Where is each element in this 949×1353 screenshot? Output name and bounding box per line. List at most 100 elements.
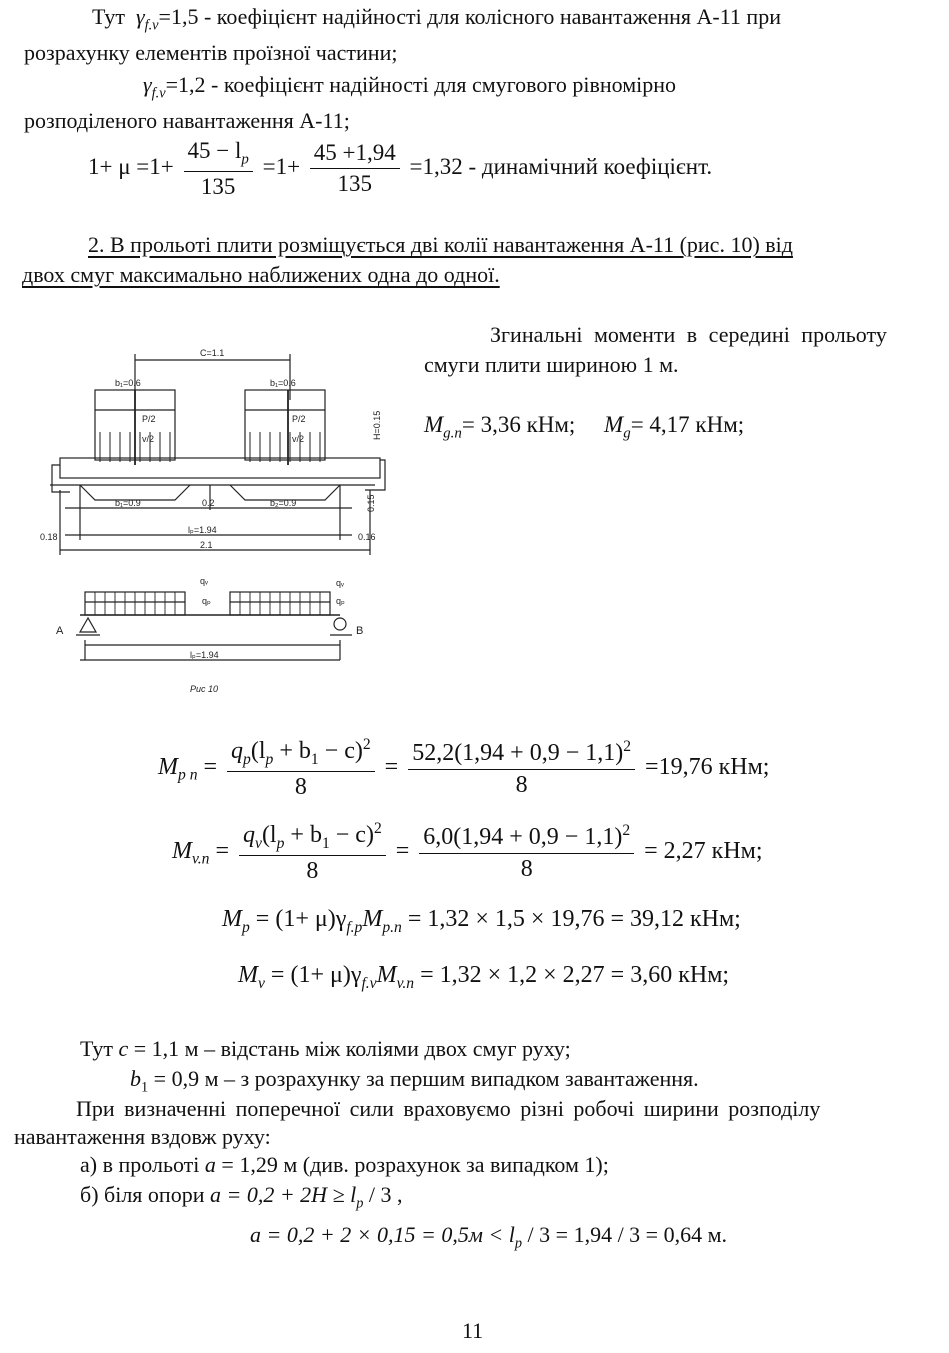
gamma-sub: f.v [151,85,166,102]
bending-moments-text: Згинальні моменти в середині прольоту [490,322,887,347]
text-b1-line: b1 = 0,9 м – з розрахунку за першим випа… [130,1066,699,1096]
denominator: 8 [520,855,533,882]
figure-10-diagram: C=1.1 b₁=0.6 b₁=0.6 P/2 P/2 v/2 v/2 b₁=0… [40,348,386,694]
label-p2-right: P/2 [292,414,306,424]
numerator: 45 +1,94 [309,140,400,170]
label-b1: b₁=0.9 [115,498,141,508]
gamma-fv2-line: γf.v=1,2 - коефіцієнт надійності для сму… [143,72,676,102]
formula-result: =1,32 [409,154,463,180]
var: b [130,1066,141,1091]
formula-mvn: Mv.n = qv(lp + b1 − c)2 8 = 6,0(1,94 + 0… [172,820,763,885]
label-t: 0.15 [366,494,376,512]
gamma-sub: f.v [144,17,159,34]
sub: 1 [310,750,319,768]
part: + b [273,738,311,764]
label-support-a: A [56,625,64,637]
label-qv-right: qᵥ [336,578,344,588]
label-right-edge: 0.16 [358,532,376,542]
text-line: розрахунку елементів проїзної частини; [24,40,398,65]
fraction: 6,0(1,94 + 0,9 − 1,1)2 8 [419,821,635,883]
gamma-desc: - коефіцієнт надійності для колісного на… [198,4,781,29]
formula-result: =19,76 кНм; [645,753,770,780]
label-qp-left: qₚ [202,596,211,606]
label-lp: lₚ=1.94 [188,525,217,535]
m-symbol: M [424,412,444,437]
part: (l [250,738,266,764]
gamma-fv-line: Тут γf.v=1,5 - коефіцієнт надійності для… [92,4,781,34]
m-sub: p n [178,766,198,784]
sub: p [243,750,251,768]
m-sub: g [623,425,631,442]
sub: p [356,1195,364,1212]
bending-moments-text2: смуги плити шириною 1 м. [424,352,679,377]
formula-mp: Mp = (1+ μ)γf.pMp.n = 1,32 × 1,5 × 19,76… [222,906,741,937]
m-symbol: M [222,906,242,932]
label-h: H=0.15 [372,411,382,440]
label-qp-right: qₚ [336,596,345,606]
exp: 2 [623,737,632,755]
fraction: 52,2(1,94 + 0,9 − 1,1)2 8 [408,737,636,799]
sub: p [265,750,274,768]
gamma-symbol: γ [143,72,152,97]
text: = 1,1 м – відстань між коліями двох смуг… [128,1036,571,1061]
label-b-left: b₁=0.6 [115,378,141,388]
sub: p [276,834,285,852]
gamma-value: =1,2 [165,72,206,97]
exp: 2 [362,736,371,753]
gamma-desc: - коефіцієнт надійності для смугового рі… [205,72,677,97]
var: c [118,1036,129,1061]
text-a-calc: a = 0,2 + 2 × 0,15 = 0,5м < lp / 3 = 1,9… [250,1222,727,1252]
label-support-b: B [356,625,363,637]
label-total: 2.1 [200,540,213,550]
m-symbol: M [362,906,383,932]
formula-mpn: Mp n = qp(lp + b1 − c)2 8 = 52,2(1,94 + … [158,736,770,801]
exp: 2 [622,821,631,839]
denominator: 8 [294,773,307,800]
sub: p.n [382,918,402,936]
formula-mv: Mv = (1+ μ)γf.vMv.n = 1,32 × 1,2 × 2,27 … [238,962,729,993]
figure-caption: Рис 10 [190,684,218,694]
m-symbol: M [158,753,178,780]
m-sub: p [242,918,250,936]
sub: 1 [321,834,330,852]
text-tut: Тут [92,4,125,29]
text-line: При визначенні поперечної сили враховуєм… [76,1096,821,1121]
formula: a = 0,2 + 2 × 0,15 = 0,5м < l [250,1222,515,1247]
section-heading-line2: двох смуг максимально наближених одна до… [22,262,500,287]
label-v2-left: v/2 [142,434,154,444]
part: (l [261,822,277,848]
label-qv-left: qᵥ [200,576,208,586]
dynamic-coefficient-formula: 1+ μ =1+ 45 − lp 135 =1+ 45 +1,94 135 =1… [88,138,712,200]
label-left-edge: 0.18 [40,532,58,542]
m-gn-value: = 3,36 кНм; [461,412,576,437]
m-symbol: M [238,962,258,988]
sub: f.p [346,918,363,936]
sub: 1 [141,1079,149,1096]
q: q [231,738,244,764]
section-heading-line1: 2. В прольоті плити розміщується дві кол… [88,232,793,257]
formula: a = 0,2 + 2H ≥ l [209,1182,357,1207]
permanent-moments: Mg.n= 3,36 кНм; Mg= 4,17 кНм; [424,412,744,443]
m-sub: v [258,974,265,992]
fraction: qp(lp + b1 − c)2 8 [227,736,375,801]
fraction: qv(lp + b1 − c)2 8 [239,820,386,885]
label-lp-bottom: lₚ=1.94 [190,650,219,660]
part: + b [284,822,322,848]
part: = (1+ μ)γ [264,962,362,988]
q: q [243,822,256,848]
sub: f.v [361,974,377,992]
m-symbol: M [604,412,624,437]
label-b2: b₂=0.9 [270,498,296,508]
text: = 1,29 м (див. розрахунок за випадком 1)… [215,1152,609,1177]
part: − c) [318,738,363,764]
text-c-line: Тут c = 1,1 м – відстань між коліями дво… [80,1036,571,1062]
page-number: 11 [462,1318,484,1343]
text: а) в прольоті [80,1152,205,1177]
sub: p [514,1235,523,1252]
gamma-symbol: γ [135,4,145,29]
fraction: 45 − lp 135 [183,138,253,200]
sub: v.n [396,974,415,992]
formula-mid: =1+ [262,154,301,180]
numerator: 45 − l [187,138,242,163]
denominator: 135 [200,173,236,199]
